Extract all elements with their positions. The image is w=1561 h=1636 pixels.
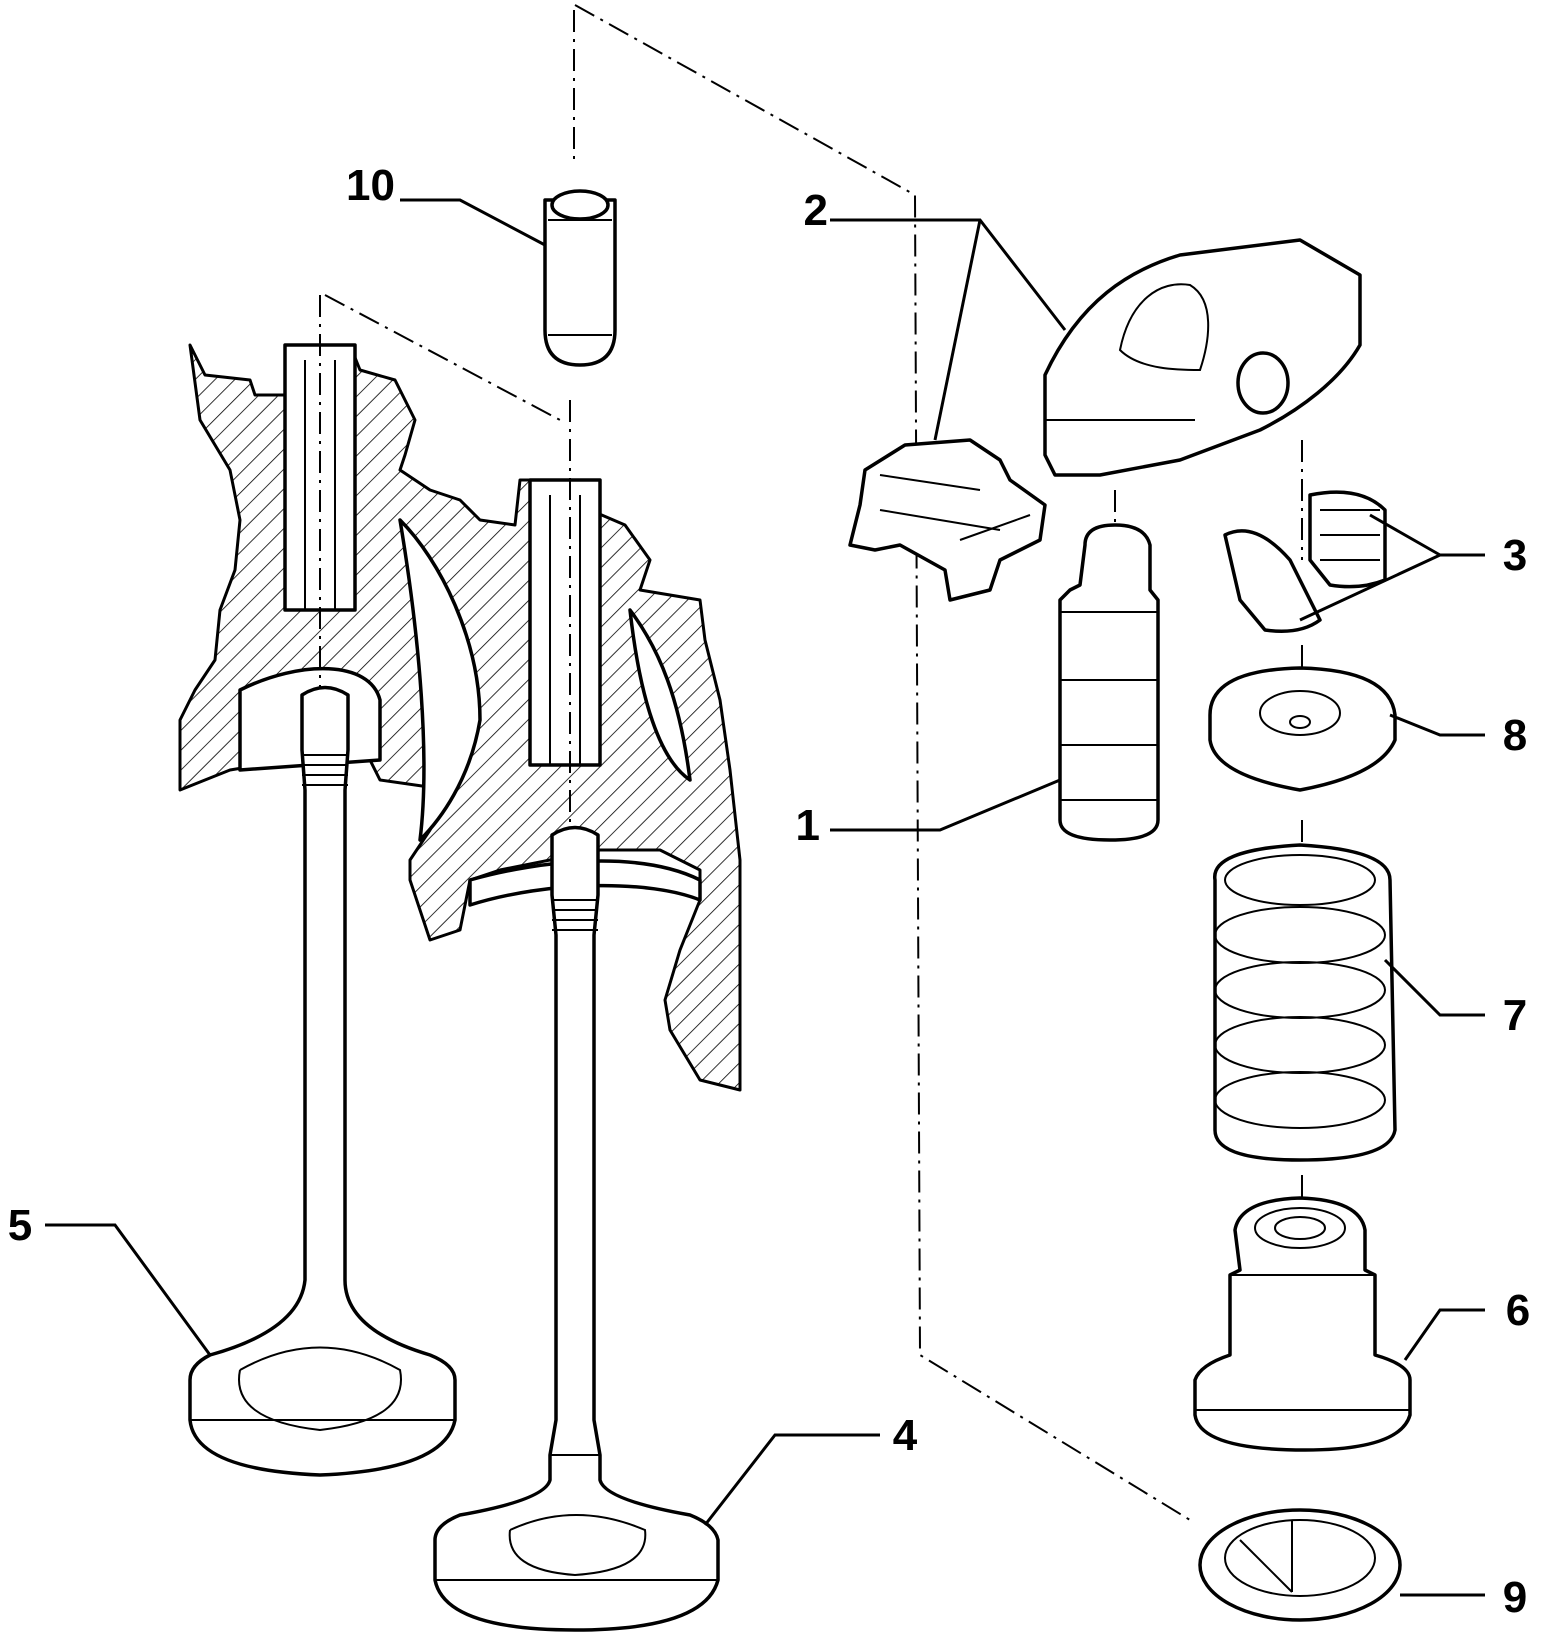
callout-3: 3 [1503, 531, 1527, 580]
callout-9: 9 [1503, 1573, 1527, 1622]
part-1-hydraulic-tappet [1058, 523, 1160, 842]
callout-10: 10 [346, 161, 395, 210]
part-5-valve-left [188, 685, 457, 1477]
callout-4: 4 [893, 1411, 918, 1460]
part-10-valve-guide [543, 189, 617, 367]
part-2-rocker-arm [1043, 238, 1362, 477]
callout-8: 8 [1503, 711, 1527, 760]
part-6-valve-stem-seal [1193, 1196, 1412, 1452]
callouts: 10 2 3 8 1 7 5 6 4 9 [8, 161, 1530, 1622]
callout-1: 1 [796, 801, 820, 850]
cylinder-head-section [178, 343, 742, 1092]
part-3-valve-collets [1223, 490, 1387, 633]
part-4-valve-right [433, 825, 720, 1632]
part-8-spring-retainer [1208, 666, 1397, 792]
callout-7: 7 [1503, 991, 1527, 1040]
leader-lines [45, 198, 1485, 1597]
part-7-valve-spring [1213, 843, 1397, 1162]
callout-5: 5 [8, 1201, 32, 1250]
callout-2: 2 [804, 186, 828, 235]
callout-6: 6 [1506, 1286, 1530, 1335]
reference-plane-outline [324, 4, 1191, 1521]
part-9-spring-seat-washer [1198, 1508, 1402, 1622]
part-2-rocker-clip [848, 438, 1047, 602]
valve-guide-right [528, 478, 602, 767]
